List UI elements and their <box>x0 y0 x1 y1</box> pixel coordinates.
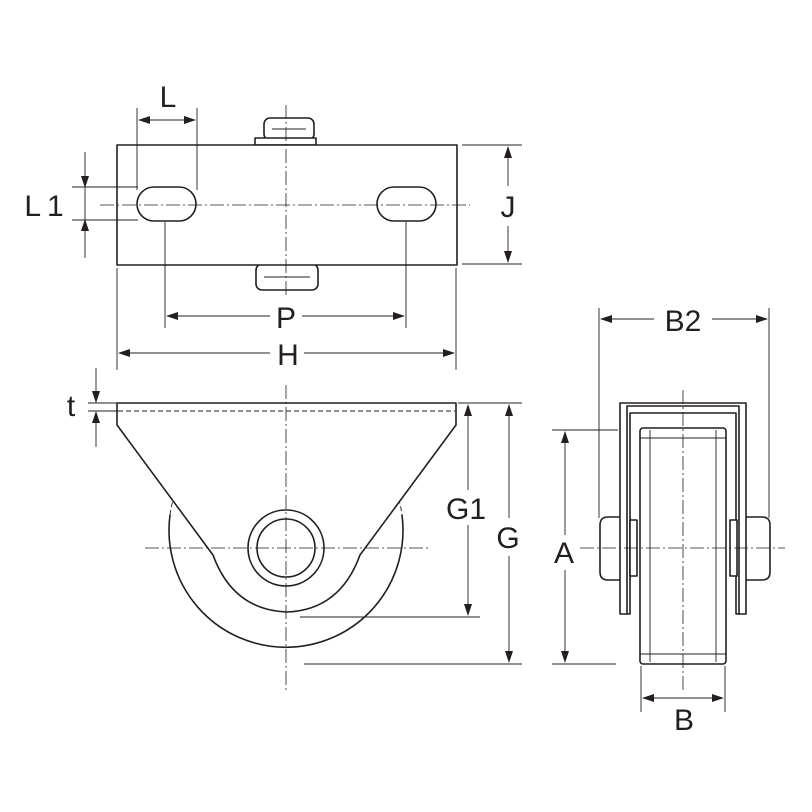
bracket-outline <box>116 402 457 613</box>
dim-label-L1: L1 <box>24 190 69 223</box>
axle-nut-right <box>743 516 771 581</box>
mounting-slot-right <box>376 186 437 222</box>
dim-label-B: B <box>674 704 694 737</box>
side-view <box>552 308 785 712</box>
dim-label-P: P <box>276 302 296 335</box>
mounting-slot-left <box>136 186 197 222</box>
dim-label-B2: B2 <box>665 305 702 338</box>
dim-label-G1: G1 <box>446 493 486 526</box>
axle-washer-top <box>254 137 317 146</box>
wheel-outline <box>168 514 404 648</box>
dim-label-G: G <box>496 522 519 555</box>
top-view <box>72 105 522 370</box>
dim-label-H: H <box>277 339 299 372</box>
dim-label-L: L <box>160 81 177 114</box>
dim-label-A: A <box>554 537 574 570</box>
dim-label-J: J <box>501 191 516 224</box>
front-view <box>88 368 522 690</box>
dim-label-t: t <box>67 390 76 423</box>
